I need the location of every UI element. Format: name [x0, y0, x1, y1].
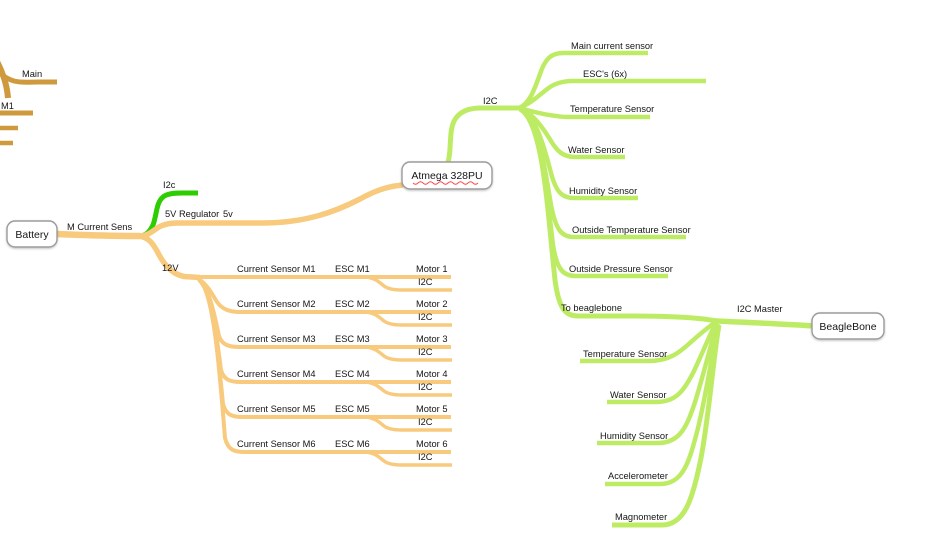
label-current-sensor-m5[interactable]: Current Sensor M5	[237, 404, 316, 414]
label-outside-temp-sensor[interactable]: Outside Temperature Sensor	[572, 225, 691, 235]
label-bb-water-sensor[interactable]: Water Sensor	[610, 390, 667, 400]
edge-motor-row-2	[196, 277, 451, 314]
label-outside-pressure-sensor[interactable]: Outside Pressure Sensor	[569, 264, 673, 274]
label-5v[interactable]: 5v	[223, 209, 233, 219]
edge-bb-temperature-sensor	[580, 320, 718, 364]
label-esc-m3[interactable]: ESC M3	[335, 334, 370, 344]
edge-bb-water-sensor	[607, 321, 718, 405]
label-bb-temperature[interactable]: Temperature Sensor	[583, 349, 667, 359]
edge-atmega-i2c	[445, 105, 519, 163]
label-bb-accelerometer[interactable]: Accelerometer	[608, 471, 668, 481]
label-12v[interactable]: 12V	[162, 263, 179, 273]
edge-i2c-master	[715, 318, 815, 329]
label-current-sensor-m2[interactable]: Current Sensor M2	[237, 299, 316, 309]
label-motor-1[interactable]: Motor 1	[416, 264, 448, 274]
label-escs-6x[interactable]: ESC's (6x)	[583, 69, 627, 79]
node-battery[interactable]: Battery	[6, 220, 58, 248]
atmega-subtree: I2C Main current sensor ESC's (6x) Tempe…	[445, 41, 719, 324]
battery-subtree: M Current Sens I2c 5V Regulator 5v 12V	[55, 180, 404, 281]
edge-5v-regulator	[137, 182, 404, 239]
edge-i2c-row-6	[365, 450, 452, 467]
edge-main	[0, 69, 57, 85]
label-temperature-sensor[interactable]: Temperature Sensor	[570, 104, 654, 114]
edge-12v	[137, 233, 201, 281]
motor-row: Current Sensor M5 ESC M5 Motor 5 I2C	[237, 404, 448, 427]
label-motor-6[interactable]: Motor 6	[416, 439, 448, 449]
edge-bb-magnometer	[612, 324, 722, 528]
label-i2c-master[interactable]: I2C Master	[737, 304, 782, 314]
edge-to-beaglebone	[518, 106, 719, 324]
edge-i2c-row-2	[365, 310, 452, 327]
label-esc-m1[interactable]: ESC M1	[335, 264, 370, 274]
edge-motor-row-4	[198, 279, 451, 384]
motor-row: Current Sensor M1 ESC M1 Motor 1 I2C	[237, 264, 448, 287]
label-to-beaglebone[interactable]: To beaglebone	[561, 303, 622, 313]
label-esc-m5[interactable]: ESC M5	[335, 404, 370, 414]
label-esc-m4[interactable]: ESC M4	[335, 369, 370, 379]
edge-i2c-row-5	[365, 415, 452, 432]
cropped-subtree: Main M1	[0, 60, 57, 146]
edge-i2c-row-3	[365, 345, 452, 362]
label-current-sensor-m4[interactable]: Current Sensor M4	[237, 369, 316, 379]
label-i2c-m5[interactable]: I2C	[418, 417, 433, 427]
label-current-sensor-m3[interactable]: Current Sensor M3	[237, 334, 316, 344]
label-bb-humidity-sensor[interactable]: Humidity Sensor	[600, 431, 668, 441]
label-i2c-m6[interactable]: I2C	[418, 452, 433, 462]
label-motor-5[interactable]: Motor 5	[416, 404, 448, 414]
beaglebone-label: BeagleBone	[819, 321, 876, 333]
label-esc-m2[interactable]: ESC M2	[335, 299, 370, 309]
label-humidity-sensor[interactable]: Humidity Sensor	[569, 186, 637, 196]
label-main-current-sensor[interactable]: Main current sensor	[571, 41, 653, 51]
motor-subtree: Current Sensor M1 ESC M1 Motor 1 I2C Cur…	[192, 264, 452, 467]
label-motor-3[interactable]: Motor 3	[416, 334, 448, 344]
label-current-sensor-m1[interactable]: Current Sensor M1	[237, 264, 316, 274]
edge-battery-trunk	[55, 230, 141, 240]
atmega-label: Atmega 328PU	[411, 170, 482, 182]
edge-motor-row-6	[200, 281, 451, 454]
label-i2c-green[interactable]: I2c	[163, 180, 176, 190]
motor-row: Current Sensor M4 ESC M4 Motor 4 I2C	[237, 369, 448, 392]
label-motor-4[interactable]: Motor 4	[416, 369, 448, 379]
label-esc-m6[interactable]: ESC M6	[335, 439, 370, 449]
motor-row: Current Sensor M2 ESC M2 Motor 2 I2C	[237, 299, 448, 322]
label-motor-2[interactable]: Motor 2	[416, 299, 448, 309]
node-atmega[interactable]: Atmega 328PU	[401, 161, 493, 190]
label-main[interactable]: Main	[22, 69, 42, 79]
edge-escs-6x	[518, 78, 706, 111]
label-atmega-i2c[interactable]: I2C	[483, 96, 498, 106]
label-bb-magnometer[interactable]: Magnometer	[615, 512, 667, 522]
motor-row: Current Sensor M6 ESC M6 Motor 6 I2C	[237, 439, 448, 462]
label-i2c-m3[interactable]: I2C	[418, 347, 433, 357]
label-i2c-m1[interactable]: I2C	[418, 277, 433, 287]
label-5v-regulator[interactable]: 5V Regulator	[165, 209, 219, 219]
label-current-sensor-m6[interactable]: Current Sensor M6	[237, 439, 316, 449]
spellcheck-underline	[412, 181, 479, 185]
edge-i2c-row-4	[365, 380, 452, 397]
beaglebone-subtree: I2C Master Temperature Sensor Water Sens…	[580, 304, 815, 528]
label-m-current-sens[interactable]: M Current Sens	[67, 222, 132, 232]
label-i2c-m2[interactable]: I2C	[418, 312, 433, 322]
battery-label: Battery	[15, 229, 49, 241]
label-water-sensor[interactable]: Water Sensor	[568, 145, 625, 155]
edge-temperature-sensor	[518, 105, 650, 120]
edge-i2c-row-1	[365, 275, 452, 292]
label-i2c-m4[interactable]: I2C	[418, 382, 433, 392]
label-m1[interactable]: M1	[1, 101, 14, 111]
beaglebone-box[interactable]	[811, 312, 885, 340]
battery-box[interactable]	[6, 220, 58, 248]
motor-row: Current Sensor M3 ESC M3 Motor 3 I2C	[237, 334, 448, 357]
node-beaglebone[interactable]: BeagleBone	[811, 312, 885, 340]
edge-bb-humidity-sensor	[597, 323, 720, 446]
